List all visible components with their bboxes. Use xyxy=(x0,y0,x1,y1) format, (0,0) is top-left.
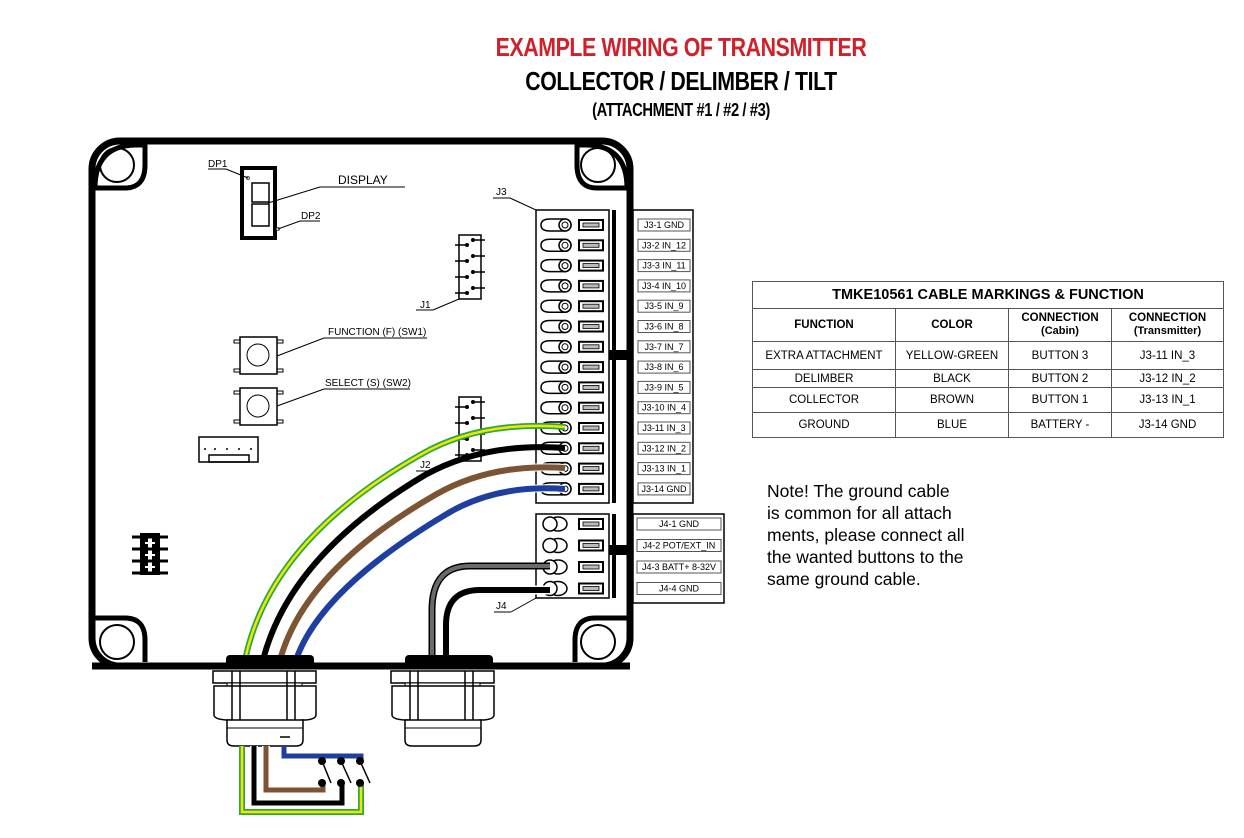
header-connection-transmitter: CONNECTION(Transmitter) xyxy=(1111,308,1224,342)
header-connection-cabin: CONNECTION(Cabin) xyxy=(1008,308,1112,342)
corner-screw-bottom-left xyxy=(95,615,148,662)
j4-label-panel: J4-1 GND J4-2 POT/EXT_IN J4-3 BATT+ 8-32V J… xyxy=(632,513,725,604)
j3-terminal-6 xyxy=(540,319,604,334)
diagram-subtitle: COLLECTOR / DELIMBER / TILT xyxy=(525,66,837,96)
j3-terminal-4 xyxy=(540,279,604,293)
sw1-label: FUNCTION (F) (SW1) xyxy=(328,327,426,338)
header-color: COLOR xyxy=(895,308,1009,342)
j3-terminal-label: J3-1 GND xyxy=(644,220,685,230)
j4-connector-tab xyxy=(609,545,631,555)
j4-terminal-label: J4-1 GND xyxy=(659,519,700,529)
j3-terminal-block: J3 xyxy=(493,187,610,504)
dp1-label: DP1 xyxy=(208,159,228,170)
j4-terminal-label: J4-4 GND xyxy=(659,584,700,594)
j2-label: J2 xyxy=(420,460,431,471)
j4-terminal-label: J4-2 POT/EXT_IN xyxy=(643,541,716,551)
dp2-label: DP2 xyxy=(301,211,321,222)
j3-terminal-label: J3-10 IN_4 xyxy=(642,403,686,413)
board-connector xyxy=(198,436,259,463)
j4-label: J4 xyxy=(496,601,507,612)
cable-left xyxy=(242,422,566,662)
header-function: FUNCTION xyxy=(752,308,896,342)
j3-terminal-10 xyxy=(540,400,604,415)
j3-terminal-3 xyxy=(540,258,604,273)
wire-black xyxy=(260,444,566,661)
diagram-title: EXAMPLE WIRING OF TRANSMITTER xyxy=(495,32,867,62)
j3-connector-tab xyxy=(609,350,631,360)
j3-terminal-label: J3-9 IN_5 xyxy=(644,382,683,392)
cabin-buttons xyxy=(239,746,371,815)
j3-terminal-5 xyxy=(540,299,604,313)
j3-terminal-label: J3-2 IN_12 xyxy=(642,240,686,250)
cable-markings-table: TMKE10561 CABLE MARKINGS & FUNCTION FUNC… xyxy=(752,281,1224,438)
button-3 xyxy=(356,757,371,787)
ic-chip xyxy=(132,533,168,575)
ground-cable-note: Note! The ground cable is common for all… xyxy=(767,481,965,589)
select-switch-sw2: SELECT (S) (SW2) xyxy=(233,378,411,426)
j1-label: J1 xyxy=(420,300,431,311)
sw2-label: SELECT (S) (SW2) xyxy=(325,378,411,389)
j3-terminal-2 xyxy=(540,238,604,253)
j3-terminal-7 xyxy=(540,340,604,354)
j4-terminal-2 xyxy=(542,537,604,554)
table-caption: TMKE10561 CABLE MARKINGS & FUNCTION xyxy=(752,281,1224,309)
corner-screw-top-right xyxy=(574,142,630,191)
j4-terminal-block: J4 xyxy=(494,513,610,613)
j4-terminal-1 xyxy=(542,516,604,532)
j3-terminal-label: J3-4 IN_10 xyxy=(642,281,686,291)
attachments-label: (ATTACHMENT #1 / #2 / #3) xyxy=(592,100,770,120)
j3-label: J3 xyxy=(496,187,507,198)
corner-screw-top-left xyxy=(92,142,148,191)
j3-terminal-8 xyxy=(540,360,604,374)
display-label: DISPLAY xyxy=(338,173,388,187)
seven-segment-display: DP1 DISPLAY DP2 xyxy=(208,159,405,240)
cable-right xyxy=(428,562,550,660)
button-1 xyxy=(318,757,332,787)
j3-terminal-label: J3-3 IN_11 xyxy=(642,261,685,271)
corner-screw-bottom-right xyxy=(572,615,627,662)
j1-header: J1 xyxy=(416,234,485,311)
button-2 xyxy=(337,757,352,787)
j3-terminal-label: J3-12 IN_2 xyxy=(642,443,686,453)
j3-terminal-label: J3-14 GND xyxy=(641,484,687,494)
j3-terminal-9 xyxy=(540,380,604,395)
j3-terminal-label: J3-13 IN_1 xyxy=(642,464,686,474)
j3-terminal-label: J3-6 IN_8 xyxy=(644,322,683,332)
j3-terminal-1 xyxy=(540,218,604,232)
function-switch-sw1: FUNCTION (F) (SW1) xyxy=(233,327,427,375)
j3-terminal-label: J3-5 IN_9 xyxy=(644,301,683,311)
j3-terminal-label: J3-7 IN_7 xyxy=(644,342,683,352)
table-header-row: FUNCTION COLOR CONNECTION(Cabin) CONNECT… xyxy=(752,308,1224,342)
j3-terminal-label: J3-8 IN_6 xyxy=(644,362,683,372)
j4-side-bar xyxy=(612,514,616,598)
j4-terminal-label: J4-3 BATT+ 8-32V xyxy=(642,562,716,572)
j3-terminal-label: J3-11 IN_3 xyxy=(642,423,685,433)
